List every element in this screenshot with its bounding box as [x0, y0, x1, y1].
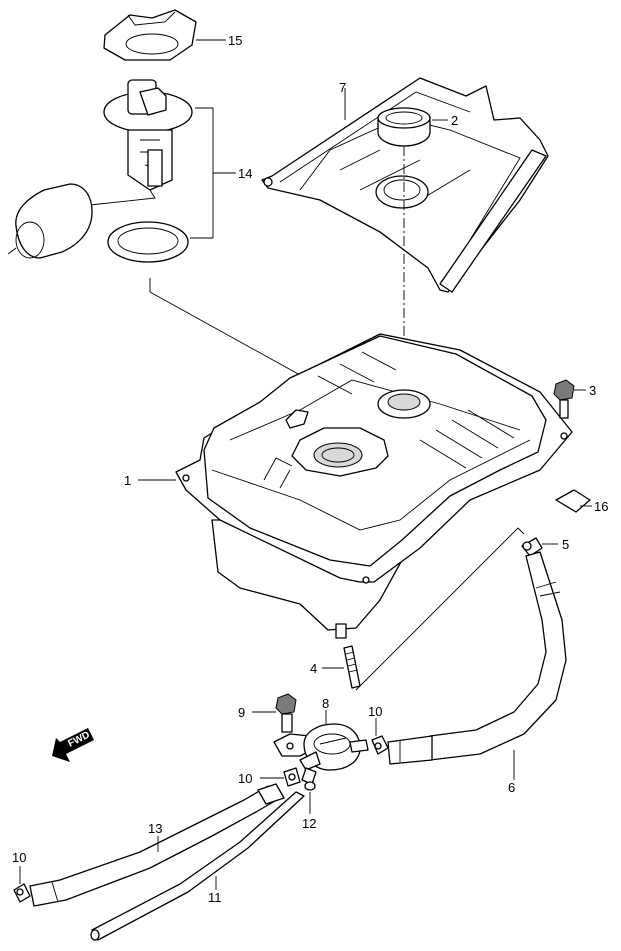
callout-7: 7	[339, 80, 346, 95]
hose-clamp-part-10b	[283, 767, 301, 787]
callout-8: 8	[322, 696, 329, 711]
callout-11: 11	[208, 890, 222, 905]
fuel-tank-part-1	[175, 333, 573, 639]
fuel-pump-assembly-part-14	[7, 79, 193, 259]
callout-15: 15	[228, 33, 242, 48]
callout-2: 2	[451, 113, 458, 128]
washer-part-12	[304, 781, 316, 791]
hose-clamp-part-5	[521, 537, 543, 557]
callout-10-middle: 10	[238, 771, 252, 786]
callout-10-lower: 10	[12, 850, 26, 865]
callout-5: 5	[562, 537, 569, 552]
callout-10-upper: 10	[368, 704, 382, 719]
forward-arrow-icon	[52, 728, 94, 762]
forward-direction-badge: FWD	[52, 728, 94, 762]
callout-16: 16	[594, 499, 608, 514]
pad-part-16	[555, 489, 591, 513]
callout-13: 13	[148, 821, 162, 836]
callout-12: 12	[302, 816, 316, 831]
callout-4: 4	[310, 661, 317, 676]
pump-gasket-ring	[107, 221, 189, 263]
callout-1: 1	[124, 473, 131, 488]
bolt-part-9	[275, 693, 297, 733]
filler-cap-part-2	[377, 107, 431, 147]
callout-3: 3	[589, 383, 596, 398]
lock-ring-part-15	[103, 9, 197, 61]
callout-14: 14	[238, 166, 252, 181]
fuel-hose-part-6	[387, 551, 567, 765]
callout-9: 9	[238, 705, 245, 720]
fuel-valve-part-8	[273, 723, 369, 785]
tank-protector-part-7	[261, 77, 549, 293]
callout-6: 6	[508, 780, 515, 795]
fuel-hose-part-11	[90, 791, 305, 941]
hose-clamp-part-10c	[13, 883, 31, 903]
hose-reference-line	[355, 527, 525, 691]
bracket-line-14	[190, 107, 236, 239]
drain-bolt-part-4	[343, 645, 361, 689]
hose-clamp-part-10a	[371, 735, 389, 755]
vacuum-hose-part-13	[29, 783, 285, 907]
bolt-part-3	[553, 379, 575, 419]
